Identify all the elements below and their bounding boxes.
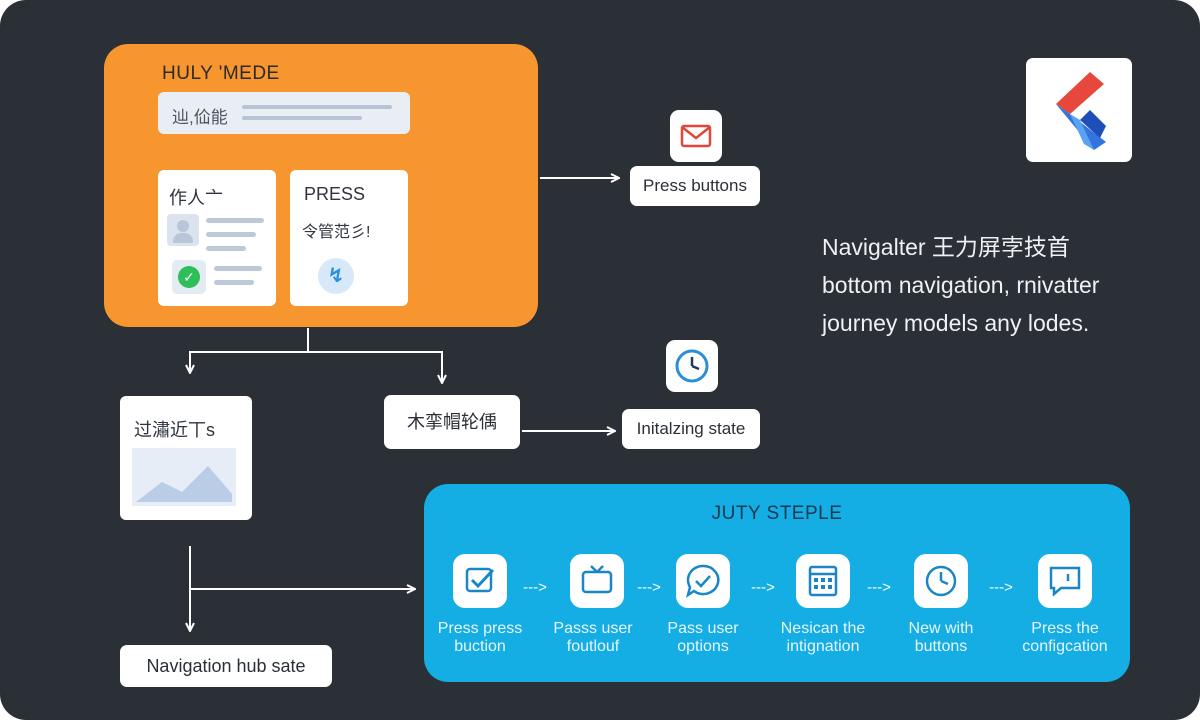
step-connector: --->	[637, 579, 661, 596]
description-text: Navigalter 王力屏孛技首 bottom navigation, rni…	[822, 228, 1162, 342]
screen-mockup-panel: HULY 'MEDE 辿,佡能 作人亠 ✓ PRESS 令管范彡! ↯	[104, 44, 538, 327]
panel-title: HULY 'MEDE	[162, 63, 280, 84]
avatar-icon	[167, 214, 199, 246]
clock-icon	[666, 340, 718, 392]
press-buttons-node[interactable]: Press buttons	[630, 166, 760, 206]
description-line: bottom navigation, rnivatter	[822, 272, 1100, 298]
profile-card[interactable]: 作人亠 ✓	[158, 170, 276, 306]
app-logo	[1026, 58, 1132, 162]
journey-title: JUTY STEPLE	[711, 503, 843, 524]
branch-line	[190, 328, 309, 372]
search-placeholder-line	[242, 105, 392, 109]
profile-card-label: 作人亠	[169, 188, 223, 208]
area-chart-icon	[132, 448, 236, 506]
chart-card[interactable]: 过潚近丅s	[120, 396, 252, 520]
step-connector: --->	[523, 579, 547, 596]
description-line: journey models any lodes.	[822, 310, 1090, 336]
description-line: Navigalter 王力屏孛技首	[822, 234, 1070, 260]
step-connector: --->	[751, 579, 775, 596]
search-text: 辿,佡能	[172, 108, 228, 127]
chat-check-icon[interactable]	[676, 554, 730, 608]
press-card[interactable]: PRESS 令管范彡! ↯	[290, 170, 408, 306]
journey-panel: JUTY STEPLE ---> ---> --->	[424, 484, 1130, 682]
message-icon[interactable]	[1038, 554, 1092, 608]
bolt-icon: ↯	[318, 258, 354, 294]
text-line	[214, 280, 254, 285]
text-line	[206, 246, 246, 251]
tv-icon[interactable]	[570, 554, 624, 608]
initializing-state-node[interactable]: Initalzing state	[622, 409, 760, 449]
step-connector: --->	[867, 579, 891, 596]
search-bar[interactable]: 辿,佡能	[158, 92, 410, 134]
text-line	[214, 266, 262, 271]
email-icon	[670, 110, 722, 162]
press-card-title: PRESS	[304, 184, 366, 204]
text-line	[206, 232, 256, 237]
checkbox-icon[interactable]	[453, 554, 507, 608]
search-placeholder-line	[242, 116, 362, 120]
branch-line-right	[308, 351, 442, 382]
chart-card-label: 过潚近丅s	[134, 420, 215, 440]
text-line	[206, 218, 264, 223]
middle-node[interactable]: 木挛帽轮偊	[384, 395, 520, 449]
press-card-subtitle: 令管范彡!	[302, 224, 371, 241]
calendar-icon[interactable]	[796, 554, 850, 608]
clock-icon[interactable]	[914, 554, 968, 608]
navigation-hub-node[interactable]: Navigation hub sate	[120, 645, 332, 687]
step-connector: --->	[989, 579, 1013, 596]
check-icon: ✓	[172, 260, 206, 294]
